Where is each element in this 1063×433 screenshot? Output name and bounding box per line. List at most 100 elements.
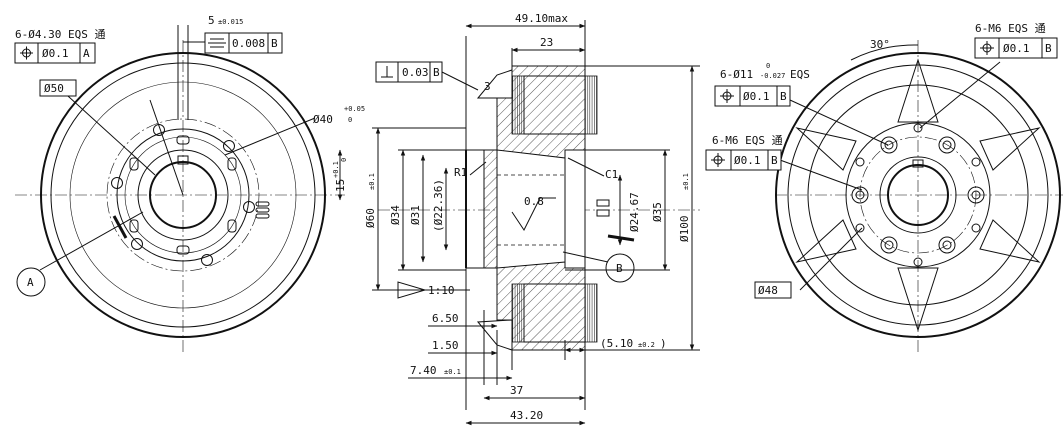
m6-top-callout: 6-M6 EQS 通: [975, 22, 1046, 35]
holes11-tol-lower: -0.027: [760, 72, 785, 80]
left-cable: [112, 215, 128, 239]
left-pitch-circle: [106, 118, 260, 272]
holes11-fcf: [714, 85, 791, 107]
inner-cavity: [496, 149, 566, 269]
dia-24: Ø24.67: [628, 192, 641, 232]
dim-740: 7.40: [410, 364, 437, 377]
right-view: 30° 6-M6 EQS 通 Ø0.1 B 6-Ø11 0 -0.027 EQS…: [705, 22, 1063, 355]
dim-4320: 43.20: [510, 409, 543, 422]
flange-bottom: [476, 319, 513, 351]
datum-a-balloon: [16, 267, 46, 297]
right-holes-11: [851, 136, 985, 254]
flange-top: [476, 69, 513, 99]
right-bore: [887, 164, 949, 226]
winding-bottom-right: [584, 283, 598, 343]
m6-top-tol: Ø0.1: [1003, 42, 1030, 55]
dia-22: (Ø22.36): [432, 179, 445, 232]
overall-width: 49.10max: [515, 12, 568, 25]
holes-fcf: [14, 42, 96, 64]
left-hub: [137, 149, 229, 241]
bolt-hole: [223, 140, 235, 152]
bolt-hole: [131, 238, 143, 250]
left-outer-rim: [40, 52, 326, 338]
dim-150: 1.50: [432, 339, 459, 352]
pitch-circle-box: [39, 79, 77, 97]
surface-finish: 0.8: [524, 195, 544, 208]
bolt-hole: [111, 177, 123, 189]
holes11-prefix: 6-Ø11: [720, 68, 753, 81]
dia-31: Ø31: [409, 205, 422, 225]
hub-dim: 15: [334, 179, 347, 192]
dia-35: Ø35: [651, 202, 664, 222]
datum-a-label: A: [27, 276, 34, 289]
pitch-leader: [57, 86, 156, 176]
keyway-datum: B: [271, 37, 278, 50]
shaft-bore: [564, 149, 586, 269]
m6-left-datum: B: [771, 154, 778, 167]
holes11-tol-upper: 0: [766, 62, 770, 70]
bolt-hole: [201, 254, 213, 266]
dim-510-tol: ±0.2: [638, 341, 655, 349]
hub-tol-lower: 0: [340, 158, 348, 162]
bore-tol-lower: 0: [348, 116, 352, 124]
rotor-width: 23: [540, 36, 553, 49]
keyway-width: 5: [208, 14, 215, 27]
winding-bottom-left: [511, 283, 525, 343]
section-cable: [607, 234, 635, 242]
section-view: 49.10max 23 0.03 B 3 R1 C1 Ø60 ±0.1 Ø34 …: [364, 12, 700, 426]
winding-top-right: [584, 75, 598, 135]
right-m6-holes: [855, 123, 981, 267]
right-rim-inner: [787, 64, 1049, 326]
right-pitch-circle: [859, 136, 977, 254]
dia-100: Ø100: [678, 216, 691, 243]
keyway-fcf: [204, 32, 283, 54]
left-flange: [116, 128, 250, 262]
m6-top-datum: B: [1045, 42, 1052, 55]
dia-100-tol: ±0.1: [682, 173, 690, 190]
dim-650: 6.50: [432, 312, 459, 325]
holes11-datum: B: [780, 90, 787, 103]
bore-label: Ø40: [313, 113, 333, 126]
perpendicularity-icon: [381, 66, 393, 78]
pitch-circle-label: Ø50: [44, 82, 64, 95]
holes-datum: A: [83, 47, 90, 60]
step-dim: 3: [484, 80, 491, 93]
bolt-hole: [243, 201, 255, 213]
right-flange: [845, 122, 991, 268]
dia-60: Ø60: [364, 208, 377, 228]
angle-label: 30°: [870, 38, 890, 51]
chamfer-label: C1: [605, 168, 618, 181]
right-pitch-box: [754, 281, 792, 299]
left-view: 6-Ø4.30 EQS 通 Ø0.1 A 5 ±0.015 0.008 B Ø5…: [14, 14, 365, 355]
bore-tol-upper: +0.05: [344, 105, 365, 113]
holes-leader: [149, 99, 184, 196]
hub-tol-upper: +0.1: [332, 161, 340, 178]
bore-leader: [224, 117, 316, 156]
holes-callout: 6-Ø4.30 EQS 通: [15, 28, 105, 41]
left-rim-step: [69, 81, 297, 309]
dim-510: (5.10: [600, 337, 633, 350]
keyway-symmetry-tol: 0.008: [232, 37, 265, 50]
taper-label: 1:10: [428, 284, 455, 297]
holes11-suffix: EQS: [790, 68, 810, 81]
angle-arc: [850, 44, 919, 61]
datum-b-balloon: [605, 253, 635, 283]
dim-37: 37: [510, 384, 523, 397]
symmetry-icon: [208, 38, 226, 48]
holes-position-tol: Ø0.1: [42, 47, 69, 60]
m6-left-callout: 6-M6 EQS 通: [712, 134, 783, 147]
cable-exit-1: [596, 199, 610, 207]
perp-datum: B: [433, 66, 440, 79]
m6-top-fcf: [974, 37, 1058, 59]
datum-b-label: B: [616, 262, 623, 275]
m6-left-tol: Ø0.1: [734, 154, 761, 167]
right-keyway: [912, 159, 924, 168]
winding-top-left: [511, 75, 525, 135]
left-flange-inner: [124, 136, 242, 254]
right-spokes: [795, 58, 1041, 332]
left-keyway: [177, 155, 189, 165]
keyway-width-tol: ±0.015: [218, 18, 243, 26]
right-pitch-label: Ø48: [758, 284, 778, 297]
dim-740-tol: ±0.1: [444, 368, 461, 376]
radius-label: R1: [454, 166, 467, 179]
